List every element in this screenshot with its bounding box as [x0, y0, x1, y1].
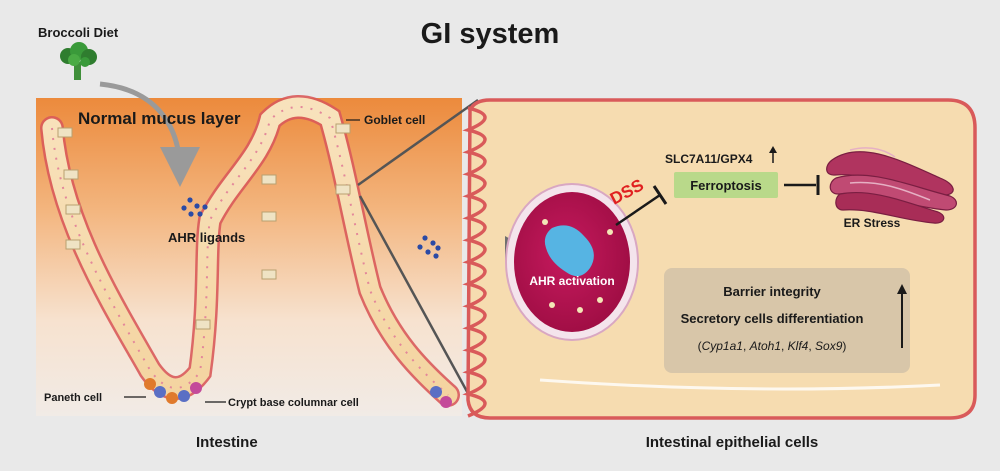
ahr-ligands-label: AHR ligands — [168, 230, 245, 245]
crypt-base-label: Crypt base columnar cell — [228, 397, 359, 409]
barrier-integrity-label: Barrier integrity — [723, 284, 821, 299]
cell-highlight — [539, 378, 941, 391]
gene-list-open-paren: ( — [698, 339, 702, 353]
page-title: GI system — [421, 18, 560, 50]
gene-cyp1a1: Cyp1a1 — [702, 339, 743, 353]
upregulation-arrow-icon — [897, 284, 907, 294]
barrier-info-box — [664, 268, 910, 373]
ahr-ligand-dots — [181, 197, 208, 217]
gene-atoh1: Atoh1 — [749, 339, 781, 353]
ahr-protein-shape — [544, 225, 594, 277]
paneth-cell-label: Paneth cell — [44, 392, 102, 404]
slc-up-arrow-icon — [769, 146, 777, 153]
goblet-cell-label: Goblet cell — [364, 113, 425, 127]
zoom-line-top — [357, 98, 479, 187]
gene-separator-2: , — [781, 339, 788, 353]
er-stress-icon — [826, 147, 957, 224]
villus-epithelium — [40, 95, 460, 408]
intestine-caption: Intestine — [196, 434, 258, 451]
gene-klf4: Klf4 — [788, 339, 809, 353]
dss-inhibition-bar — [652, 185, 668, 205]
broccoli-icon — [60, 42, 97, 80]
ferroptosis-box — [674, 172, 778, 198]
microvilli — [462, 106, 487, 418]
dss-inhibition-line — [615, 193, 661, 227]
gene-separator-1: , — [743, 339, 750, 353]
er-stress-label: ER Stress — [844, 216, 901, 230]
slc-gpx4-label: SLC7A11/GPX4 — [665, 152, 753, 166]
diet-arrow — [99, 81, 200, 187]
gene-list-close-paren: ) — [842, 339, 846, 353]
gene-list: (Cyp1a1, Atoh1, Klf4, Sox9) — [698, 339, 847, 353]
secretory-differentiation-label: Secretory cells differentiation — [681, 311, 864, 326]
zoom-line-bottom — [358, 195, 478, 409]
entering-ligand-dots — [417, 235, 441, 259]
nucleus — [505, 183, 639, 341]
broccoli-diet-label: Broccoli Diet — [38, 25, 119, 40]
epithelial-caption: Intestinal epithelial cells — [646, 434, 819, 451]
gene-separator-3: , — [808, 339, 815, 353]
mucus-layer-label: Normal mucus layer — [78, 109, 241, 128]
ferroptosis-label: Ferroptosis — [690, 178, 762, 193]
ahr-activation-label: AHR activation — [529, 274, 614, 288]
gene-sox9: Sox9 — [815, 339, 843, 353]
